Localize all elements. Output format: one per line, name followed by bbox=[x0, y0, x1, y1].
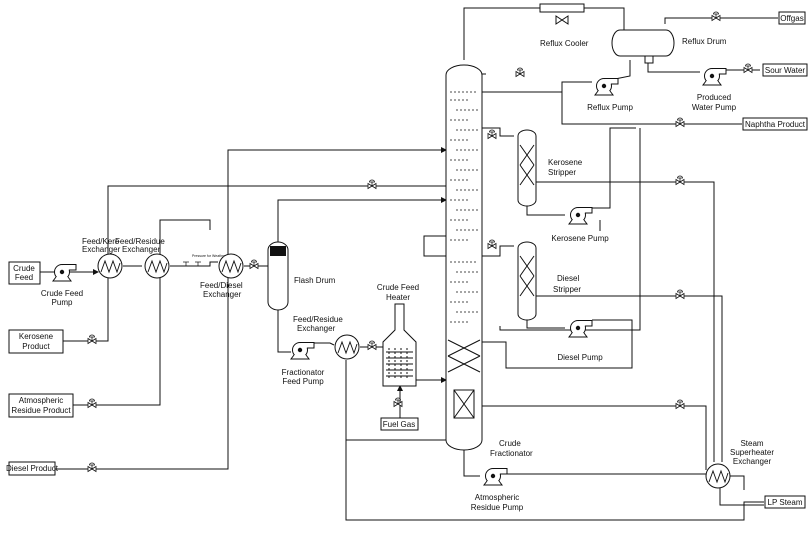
svg-text:Feed Pump: Feed Pump bbox=[282, 377, 324, 386]
svg-text:Reflux Cooler: Reflux Cooler bbox=[540, 39, 589, 48]
svg-text:Exchanger: Exchanger bbox=[122, 245, 161, 254]
svg-text:Crude Feed: Crude Feed bbox=[41, 289, 83, 298]
svg-text:Kerosene: Kerosene bbox=[19, 332, 54, 341]
crude-fractionator: Crude Fractionator bbox=[445, 64, 533, 458]
svg-text:Offgas: Offgas bbox=[780, 14, 803, 23]
valve-sour-water[interactable] bbox=[743, 63, 753, 73]
stream-sour-water: Sour Water bbox=[762, 63, 808, 77]
stream-naphtha-product: Naphtha Product bbox=[742, 117, 808, 131]
svg-text:Exchanger: Exchanger bbox=[733, 457, 772, 466]
svg-text:Feed/Residue: Feed/Residue bbox=[115, 237, 165, 246]
svg-text:Flash Drum: Flash Drum bbox=[294, 276, 336, 285]
svg-text:Heater: Heater bbox=[386, 293, 410, 302]
pressure-instruments: Pressure for Weather bbox=[183, 254, 226, 266]
svg-text:Water Pump: Water Pump bbox=[692, 103, 737, 112]
produced-water-pump: Produced Water Pump bbox=[692, 68, 737, 112]
svg-text:Exchanger: Exchanger bbox=[82, 245, 121, 254]
svg-text:Feed/Residue: Feed/Residue bbox=[293, 315, 343, 324]
valve-column-steam[interactable] bbox=[675, 399, 685, 409]
feed-residue-exchanger-1: Feed/Residue Exchanger bbox=[115, 237, 170, 279]
svg-text:Sour Water: Sour Water bbox=[765, 66, 805, 75]
valve-kero-steam[interactable] bbox=[675, 175, 685, 185]
valve-diesel-draw[interactable] bbox=[487, 239, 497, 249]
svg-text:Kerosene Pump: Kerosene Pump bbox=[551, 234, 609, 243]
svg-text:Reflux Pump: Reflux Pump bbox=[587, 103, 633, 112]
svg-text:Product: Product bbox=[22, 342, 50, 351]
steam-superheater-exchanger: Steam Superheater Exchanger bbox=[705, 439, 774, 489]
stream-lp-steam: LP Steam bbox=[764, 495, 806, 509]
feed-residue-exchanger-2: Feed/Residue Exchanger bbox=[293, 315, 360, 360]
valve-heater-feed[interactable] bbox=[367, 340, 377, 350]
diesel-pump: Diesel Pump bbox=[557, 320, 603, 362]
svg-text:Atmospheric: Atmospheric bbox=[475, 493, 519, 502]
stream-kerosene-product: Kerosene Product bbox=[8, 329, 64, 354]
crude-feed-heater: Crude Feed Heater bbox=[377, 283, 419, 387]
svg-text:Pressure for Weather: Pressure for Weather bbox=[192, 254, 226, 258]
reflux-pump: Reflux Pump bbox=[587, 78, 633, 112]
svg-text:Naphtha Product: Naphtha Product bbox=[745, 120, 806, 129]
valve-residue-product[interactable] bbox=[87, 398, 97, 408]
svg-text:Stripper: Stripper bbox=[548, 168, 576, 177]
valve-fuel-gas[interactable] bbox=[393, 397, 403, 407]
reflux-cooler: Reflux Cooler bbox=[539, 3, 589, 48]
svg-text:LP Steam: LP Steam bbox=[768, 498, 803, 507]
svg-text:Crude Feed: Crude Feed bbox=[377, 283, 419, 292]
svg-text:Produced: Produced bbox=[697, 93, 731, 102]
svg-text:Stripper: Stripper bbox=[553, 285, 581, 294]
svg-text:Residue Product: Residue Product bbox=[11, 406, 71, 415]
kerosene-stripper: Kerosene Stripper bbox=[517, 129, 583, 207]
kerosene-pump: Kerosene Pump bbox=[551, 207, 609, 243]
svg-text:Steam: Steam bbox=[740, 439, 763, 448]
valve-kero-draw[interactable] bbox=[487, 129, 497, 139]
valve-offgas[interactable] bbox=[711, 11, 721, 21]
stream-offgas: Offgas bbox=[778, 11, 806, 25]
reflux-drum: Reflux Drum bbox=[611, 29, 727, 64]
svg-text:Fractionator: Fractionator bbox=[490, 449, 533, 458]
svg-text:Crude: Crude bbox=[13, 264, 35, 273]
stream-atmospheric-residue-product: Atmospheric Residue Product bbox=[8, 393, 74, 418]
feed-kero-exchanger: Feed/Kero Exchanger bbox=[82, 237, 123, 279]
valve-kerosene-product[interactable] bbox=[87, 334, 97, 344]
svg-text:Diesel Pump: Diesel Pump bbox=[557, 353, 603, 362]
stream-crude-feed: Crude Feed bbox=[8, 261, 41, 285]
svg-text:Diesel: Diesel bbox=[557, 274, 579, 283]
svg-text:Residue Pump: Residue Pump bbox=[471, 503, 524, 512]
stream-fuel-gas: Fuel Gas bbox=[380, 417, 419, 431]
svg-text:Superheater: Superheater bbox=[730, 448, 774, 457]
flash-drum: Flash Drum bbox=[267, 241, 336, 311]
valve-naphtha[interactable] bbox=[675, 117, 685, 127]
svg-text:Exchanger: Exchanger bbox=[203, 290, 242, 299]
valves bbox=[87, 11, 753, 472]
diesel-stripper: Diesel Stripper bbox=[517, 241, 581, 321]
svg-text:Exchanger: Exchanger bbox=[297, 324, 336, 333]
svg-text:Pump: Pump bbox=[52, 298, 73, 307]
feed-diesel-exchanger: Feed/Diesel Exchanger bbox=[200, 253, 244, 299]
svg-text:Atmospheric: Atmospheric bbox=[19, 396, 63, 405]
svg-text:Fractionator: Fractionator bbox=[282, 368, 325, 377]
valve-diesel-steam[interactable] bbox=[675, 289, 685, 299]
svg-text:Crude: Crude bbox=[499, 439, 521, 448]
valve-kero-return[interactable] bbox=[367, 179, 377, 189]
valve-reflux[interactable] bbox=[515, 67, 525, 77]
fractionator-feed-pump: Fractionator Feed Pump bbox=[282, 342, 325, 386]
svg-text:Reflux Drum: Reflux Drum bbox=[682, 37, 727, 46]
svg-text:Feed/Kero: Feed/Kero bbox=[82, 237, 120, 246]
svg-text:Feed/Diesel: Feed/Diesel bbox=[200, 281, 243, 290]
svg-text:Kerosene: Kerosene bbox=[548, 158, 583, 167]
stream-diesel-product: Diesel Product bbox=[6, 461, 59, 476]
svg-text:Feed: Feed bbox=[15, 273, 33, 282]
svg-text:Diesel Product: Diesel Product bbox=[6, 464, 59, 473]
svg-text:Fuel Gas: Fuel Gas bbox=[383, 420, 415, 429]
crude-feed-pump: Crude Feed Pump bbox=[41, 264, 83, 307]
atmospheric-residue-pump: Atmospheric Residue Pump bbox=[471, 468, 524, 512]
valve-diesel-product[interactable] bbox=[87, 462, 97, 472]
valve-flash-feed[interactable] bbox=[249, 259, 259, 269]
